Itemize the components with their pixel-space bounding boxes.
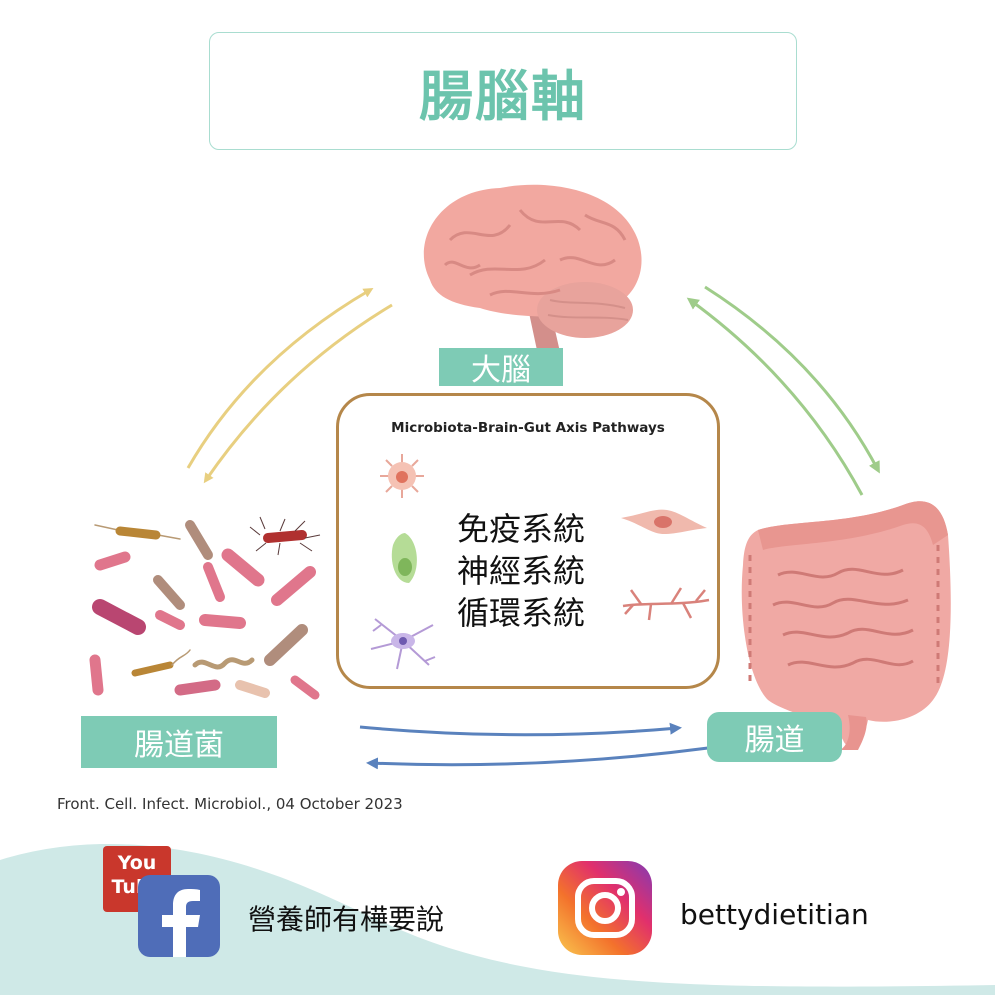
system-immune: 免疫系統 <box>457 510 586 548</box>
facebook-page-name[interactable]: 營養師有樺要說 <box>248 903 445 936</box>
intestine-illustration <box>741 501 951 750</box>
brain-illustration <box>423 184 642 355</box>
label-gut-text: 腸道 <box>744 723 805 758</box>
epithelial-cell-icon <box>391 533 417 583</box>
arrow-brain-to-gut <box>704 285 880 474</box>
instagram-icon[interactable] <box>558 861 652 955</box>
label-brain: 大腦 <box>439 348 563 388</box>
label-gut-bacteria-text: 腸道菌 <box>134 728 224 763</box>
blood-vessel-icon <box>622 587 710 621</box>
youtube-logo-text-you: You <box>117 852 157 874</box>
system-circulatory: 循環系統 <box>457 594 586 632</box>
citation: Front. Cell. Infect. Microbiol., 04 Octo… <box>57 795 403 813</box>
arrow-bacteria-to-brain <box>186 287 374 469</box>
arrow-bacteria-to-gut <box>359 722 682 737</box>
pathways-box: Microbiota-Brain-Gut Axis Pathways 免疫系統 … <box>336 393 720 689</box>
facebook-icon[interactable] <box>138 875 220 957</box>
title-box: 腸腦軸 <box>209 32 797 150</box>
fibroblast-cell-icon <box>621 509 707 534</box>
label-gut-bacteria: 腸道菌 <box>81 716 277 768</box>
arrow-brain-to-bacteria <box>203 303 393 484</box>
label-brain-text: 大腦 <box>471 353 531 388</box>
pathways-title: Microbiota-Brain-Gut Axis Pathways <box>391 420 665 436</box>
arrow-gut-to-brain <box>686 297 864 496</box>
bacteria-illustration <box>89 516 321 700</box>
arrow-gut-to-bacteria <box>366 746 709 770</box>
instagram-handle[interactable]: bettydietitian <box>680 898 869 931</box>
label-gut: 腸道 <box>707 712 842 762</box>
neuron-cell-icon <box>370 618 436 670</box>
page-title: 腸腦軸 <box>419 64 587 128</box>
system-nervous: 神經系統 <box>457 552 586 590</box>
immune-cell-icon <box>380 454 424 498</box>
